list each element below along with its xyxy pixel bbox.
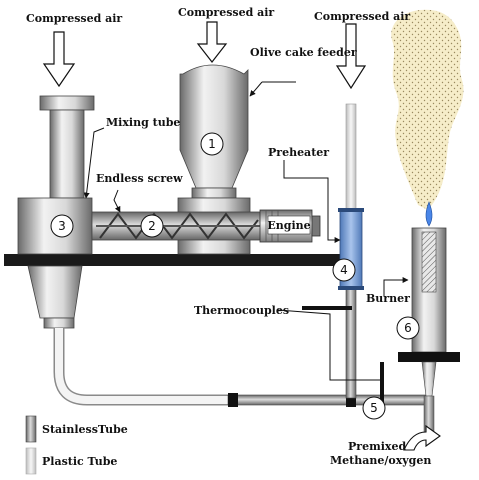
label-compressed-air-center: Compressed air — [178, 6, 274, 19]
plastic-tube-air-right — [345, 103, 357, 215]
marker-5: 5 — [362, 396, 386, 420]
stainless-tube-bottom — [227, 394, 429, 406]
endless-screw-conveyor — [91, 211, 263, 241]
label-compressed-air-right: Compressed air — [314, 10, 410, 23]
burner-flame-icon — [425, 201, 433, 227]
legend-swatch-plastic — [25, 447, 37, 475]
marker-1-label: 1 — [208, 137, 216, 151]
leader-endless-screw — [113, 189, 121, 213]
plastic-tube-lower — [53, 328, 230, 406]
label-mixing-tube: Mixing tube — [106, 116, 180, 129]
marker-2-label: 2 — [148, 219, 156, 233]
marker-5-label: 5 — [370, 401, 378, 415]
label-thermocouples: Thermocouples — [194, 304, 289, 317]
marker-6-label: 6 — [404, 321, 412, 335]
marker-3-label: 3 — [58, 219, 66, 233]
label-burner: Burner — [366, 292, 410, 305]
mixing-chamber — [17, 95, 95, 329]
marker-1: 1 — [200, 132, 224, 156]
marker-3: 3 — [50, 214, 74, 238]
marker-4: 4 — [332, 258, 356, 282]
thermocouple-probe-1 — [302, 306, 352, 310]
label-preheater: Preheater — [268, 146, 329, 159]
legend-swatch-stainless — [25, 415, 37, 443]
compressed-air-arrow-right — [335, 23, 367, 90]
label-premixed-1: Premixed — [348, 440, 406, 453]
label-olive-cake-feeder: Olive cake feeder — [250, 46, 357, 59]
legend-label-stainless: StainlessTube — [42, 423, 128, 436]
pipe-coupling-left — [228, 393, 238, 407]
support-table — [4, 254, 352, 266]
legend-label-plastic: Plastic Tube — [42, 455, 117, 468]
leader-burner — [383, 277, 409, 296]
thermocouple-probe-2 — [380, 362, 384, 404]
marker-4-label: 4 — [340, 263, 348, 277]
thermocouple-leader — [277, 309, 380, 381]
marker-6: 6 — [396, 316, 420, 340]
legend: StainlessTube Plastic Tube — [25, 415, 128, 475]
label-compressed-air-left: Compressed air — [26, 12, 122, 25]
label-endless-screw: Endless screw — [96, 172, 183, 185]
marker-2: 2 — [140, 214, 164, 238]
leader-feeder — [249, 81, 263, 97]
premixed-gas-arrow — [403, 424, 441, 451]
leader-mixing-tube — [83, 127, 105, 199]
pipe-coupling-mid — [346, 393, 356, 407]
engine-label: Engine — [267, 219, 310, 232]
compressed-air-arrow-left — [42, 31, 76, 88]
compressed-air-arrow-center — [196, 21, 228, 63]
leader-preheater — [283, 160, 341, 243]
label-premixed-2: Methane/oxygen — [330, 454, 431, 467]
engine: Engine — [259, 209, 321, 243]
flame-plume — [391, 9, 464, 210]
